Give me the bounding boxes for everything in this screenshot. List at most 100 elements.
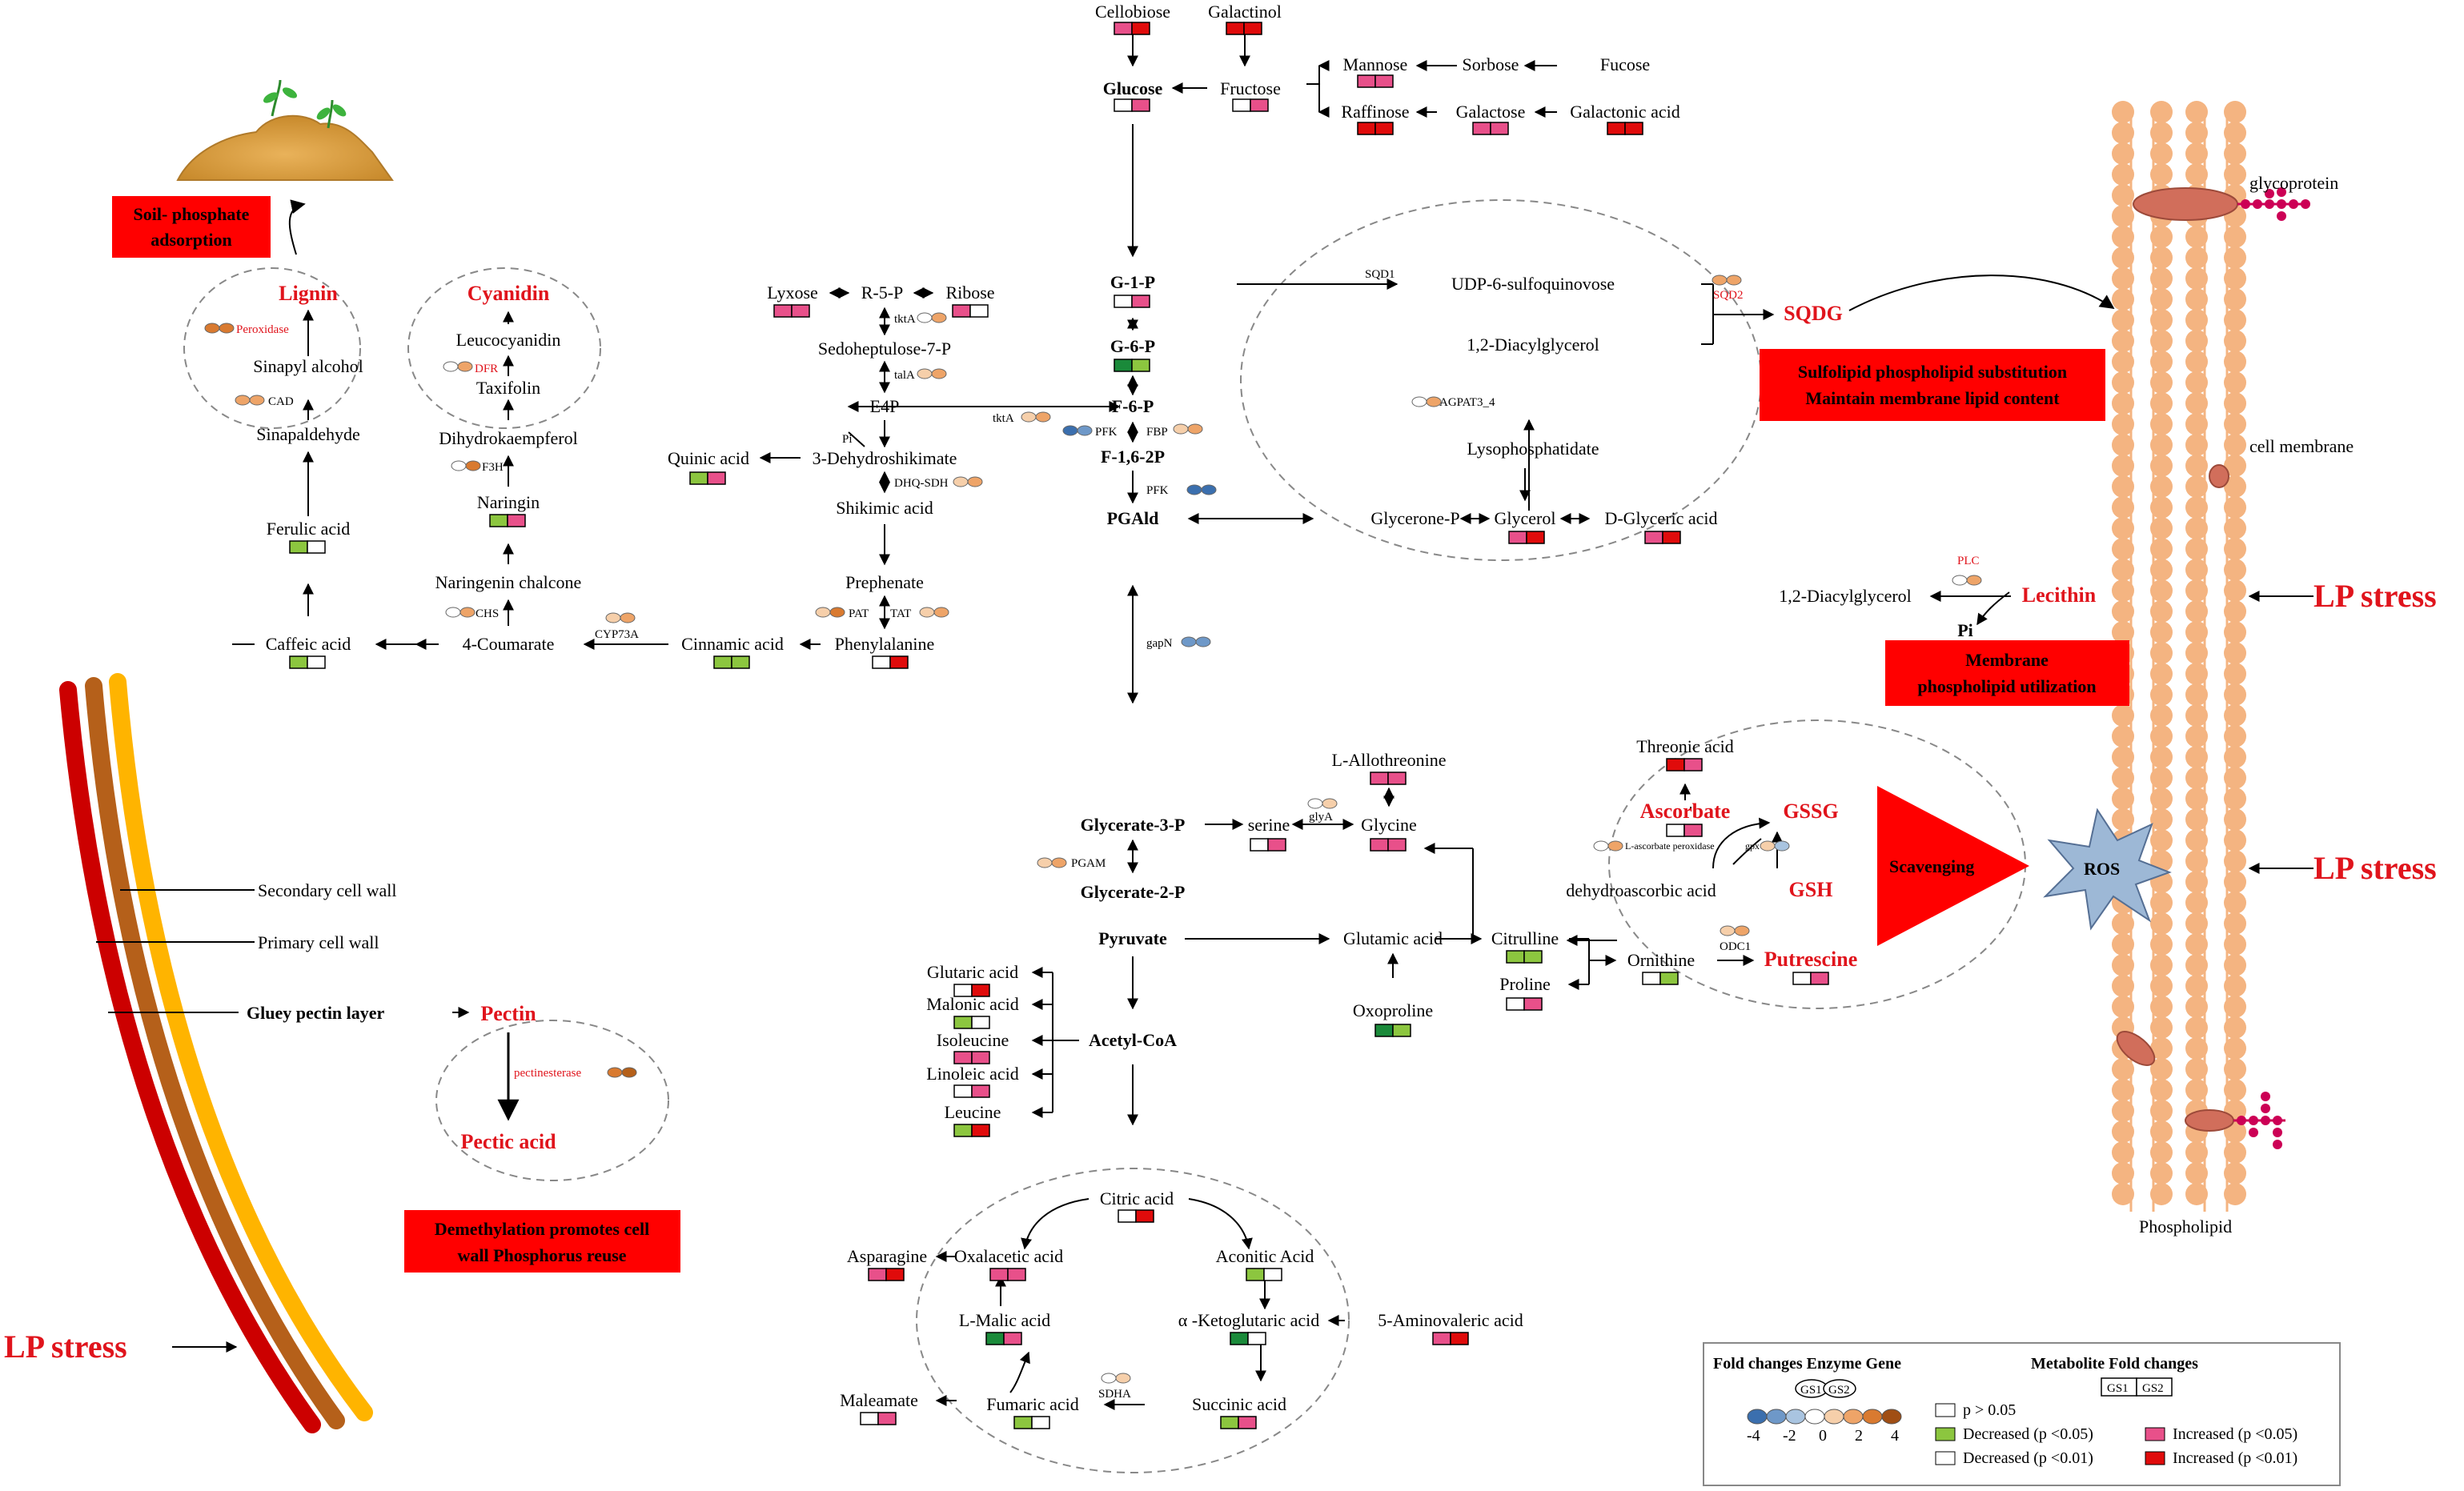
phospholipid-head	[2185, 892, 2208, 914]
legend-swatch	[1935, 1451, 1956, 1465]
tkta-label-1: tktA	[894, 313, 916, 326]
fold-box-glutaric	[953, 984, 990, 997]
scavenging-triangle	[1877, 786, 2029, 946]
leucine-label: Leucine	[945, 1102, 1001, 1122]
fold-box-oxoproline	[1374, 1024, 1411, 1037]
phospholipid-head	[2112, 1120, 2134, 1143]
maleamate-label: Maleamate	[840, 1390, 918, 1410]
phospholipid-head	[2224, 371, 2246, 394]
phospholipid-head	[2185, 434, 2208, 456]
diacylglycerol-label: 1,2-Diacylglycerol	[1467, 335, 1599, 355]
oval-tala	[917, 368, 947, 379]
gpx-label: gpx	[1745, 840, 1760, 852]
phospholipid-head	[2224, 850, 2246, 872]
legend-swatch	[2145, 1451, 2165, 1465]
fold-box-citrulline	[1506, 950, 1543, 964]
lp-stress-left: LP stress	[4, 1329, 127, 1365]
caffeic-acid-label: Caffeic acid	[266, 634, 351, 654]
sqd2-label: SQD2	[1713, 289, 1744, 302]
phospholipid-head	[2150, 1100, 2173, 1122]
oxoproline-label: Oxoproline	[1353, 1000, 1433, 1020]
phospholipid-head	[2150, 434, 2173, 456]
chs-label: CHS	[476, 607, 499, 620]
pectin-circle	[435, 1020, 669, 1181]
lignin-circle	[183, 267, 361, 429]
glycine-label: Glycine	[1361, 815, 1417, 835]
fold-box-galactose	[1472, 122, 1509, 135]
phospholipid-head	[2224, 559, 2246, 581]
lp-stress-right-2: LP stress	[2314, 850, 2437, 886]
phospholipid-head	[2150, 808, 2173, 831]
fold-box-g6p	[1114, 359, 1150, 372]
f6p-label: F-6-P	[1112, 396, 1154, 416]
putrescine-label: Putrescine	[1764, 948, 1858, 971]
phospholipid-head	[2150, 975, 2173, 997]
phospholipid-head	[2150, 101, 2173, 123]
phospholipid-head	[2224, 163, 2246, 186]
legend-gs2-label-enzyme: GS2	[1828, 1384, 1850, 1397]
phospholipid-head	[2150, 746, 2173, 768]
phospholipid-head	[2150, 122, 2173, 144]
phospholipid-head	[2224, 413, 2246, 435]
demethylation-callout-line2: wall Phosphorus reuse	[457, 1245, 626, 1265]
phospholipid-head	[2112, 579, 2134, 602]
phospholipid-head	[2224, 455, 2246, 477]
legend-scale-tick: 4	[1891, 1427, 1899, 1445]
cell-membrane-bilayer	[2112, 101, 2246, 1212]
phospholipid-head	[2150, 829, 2173, 852]
oval-pfk-1	[1062, 425, 1093, 436]
cyanidin-label: Cyanidin	[468, 282, 550, 305]
oval-glya	[1307, 798, 1338, 809]
oval-dhqsdh	[953, 476, 983, 487]
phospholipid-head	[2150, 455, 2173, 477]
membrane-pl-callout-line2: phospholipid utilization	[1917, 676, 2096, 696]
phospholipid-head	[2112, 600, 2134, 623]
oval-pat	[815, 607, 845, 618]
phospholipid-head	[2150, 933, 2173, 956]
udp-sulfoquinovose-label: UDP-6-sulfoquinovose	[1451, 274, 1615, 294]
phospholipid-head	[2112, 309, 2134, 331]
glycoprotein-label: glycoprotein	[2249, 173, 2338, 193]
sulfolipid-callout-line1: Sulfolipid phospholipid substitution	[1798, 362, 2067, 382]
phospholipid-head	[2150, 683, 2173, 706]
primary-wall-label: Primary cell wall	[258, 932, 379, 952]
phospholipid-head	[2150, 621, 2173, 643]
phospholipid-head	[2150, 600, 2173, 623]
f3h-label: F3H	[482, 461, 504, 474]
oval-pectinesterase	[607, 1067, 637, 1078]
membrane-pl-callout-line1: Membrane	[1965, 650, 2049, 670]
phospholipid-head	[2150, 267, 2173, 290]
phospholipid-head	[2224, 122, 2246, 144]
phospholipid-head	[2185, 142, 2208, 165]
dhq-sdh-label: DHQ-SDH	[894, 477, 949, 490]
isoleucine-label: Isoleucine	[937, 1030, 1009, 1050]
serine-label: serine	[1248, 815, 1290, 835]
phospholipid-head	[2150, 226, 2173, 248]
fold-box-lyxose	[773, 304, 810, 318]
fold-box-leucine	[953, 1124, 990, 1137]
phospholipid-head	[2112, 392, 2134, 415]
g1p-label: G-1-P	[1110, 272, 1155, 292]
fold-box-putrescine	[1792, 972, 1829, 985]
phospholipid-head	[2185, 996, 2208, 1018]
oval-l-ascorbate-peroxidase	[1593, 840, 1623, 852]
inner-wall-arc	[109, 673, 373, 1421]
phospholipid-head	[2112, 163, 2134, 186]
lipid-circle	[1240, 199, 1762, 561]
aconitic-acid-label: Aconitic Acid	[1216, 1246, 1314, 1266]
oval-fbp	[1173, 423, 1203, 435]
phospholipid-head	[2224, 954, 2246, 976]
phospholipid-head	[2185, 1162, 2208, 1184]
phospholipid-head	[2150, 892, 2173, 914]
legend-scale-swatch	[1804, 1409, 1825, 1425]
phospholipid-head	[2185, 517, 2208, 539]
phospholipid-head	[2150, 663, 2173, 685]
pathway-arrows	[172, 34, 2314, 1410]
fold-box-glycine	[1370, 838, 1407, 852]
phospholipid-head	[2185, 163, 2208, 186]
phospholipid-head	[2185, 975, 2208, 997]
phospholipid-head	[2112, 808, 2134, 831]
legend-metabolite-title: Metabolite Fold changes	[2031, 1355, 2198, 1373]
fold-box-cinnamic	[713, 655, 750, 669]
pfk-label-2: PFK	[1146, 484, 1169, 497]
